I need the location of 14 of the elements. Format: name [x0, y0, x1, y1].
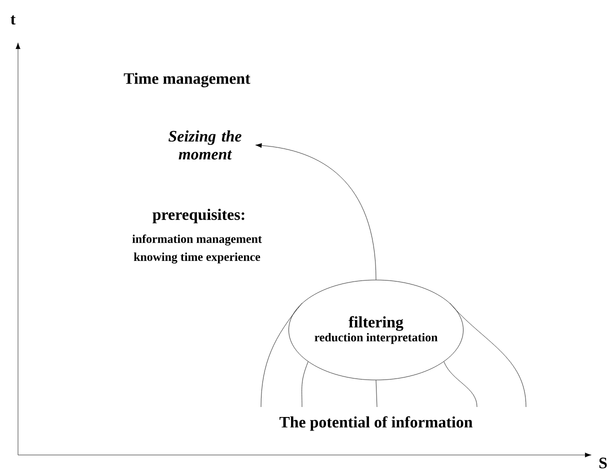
node-text: Seizing the moment [168, 130, 242, 160]
connector-line [450, 302, 526, 408]
arrow [255, 143, 376, 280]
connector-line [260, 302, 302, 408]
label-text: knowing time experience [134, 252, 260, 264]
connector-line [302, 361, 308, 408]
label-text: information management [132, 234, 262, 246]
axis-label: t [10, 15, 16, 25]
label-text: prerequisites: [152, 208, 244, 224]
axis-label: S [599, 458, 607, 468]
heading: Time management [124, 72, 250, 88]
node-text: The potential of information [280, 416, 473, 431]
connector-line [376, 380, 378, 408]
connector-line [444, 361, 478, 408]
